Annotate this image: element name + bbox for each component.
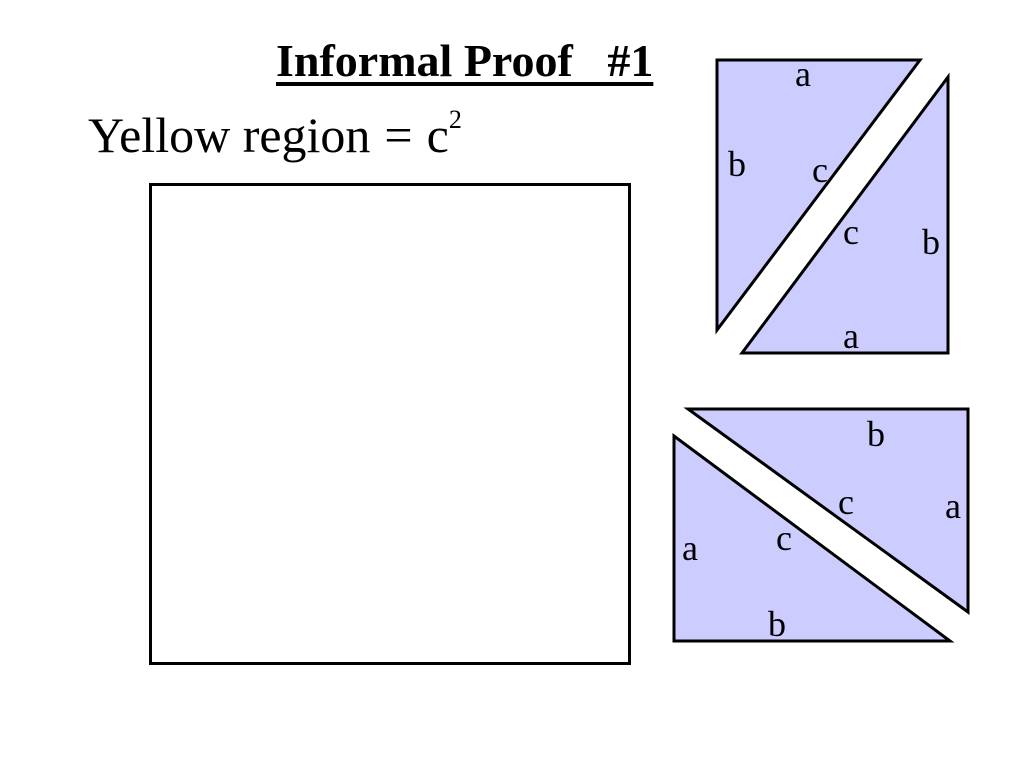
label-tl-hyp: c	[812, 150, 828, 190]
page-title: Informal Proof #1	[276, 35, 654, 86]
label-bl-left: a	[682, 528, 698, 568]
equation-rhs: c	[426, 107, 449, 163]
label-tl-top: a	[795, 54, 811, 94]
label-tl-left: b	[728, 144, 746, 184]
equation-exponent: 2	[448, 105, 462, 134]
label-bl-hyp: c	[776, 518, 792, 558]
label-br-hyp: c	[838, 482, 854, 522]
label-br-right: a	[945, 486, 961, 526]
triangle-bottom-left	[672, 433, 955, 643]
equation-operator: =	[384, 107, 413, 163]
equation-lhs: Yellow region	[88, 107, 371, 163]
label-tr-hyp: c	[843, 212, 859, 252]
triangle-top-right	[739, 72, 950, 355]
label-bl-bottom: b	[768, 604, 786, 644]
yellow-region-square	[149, 183, 631, 665]
label-tr-bottom: a	[843, 316, 859, 356]
triangle-bottom-right	[683, 407, 970, 615]
triangle-top-left	[715, 58, 924, 335]
label-tr-right: b	[922, 222, 940, 262]
label-br-top: b	[867, 414, 885, 454]
equation: Yellow region=c2	[88, 105, 462, 163]
